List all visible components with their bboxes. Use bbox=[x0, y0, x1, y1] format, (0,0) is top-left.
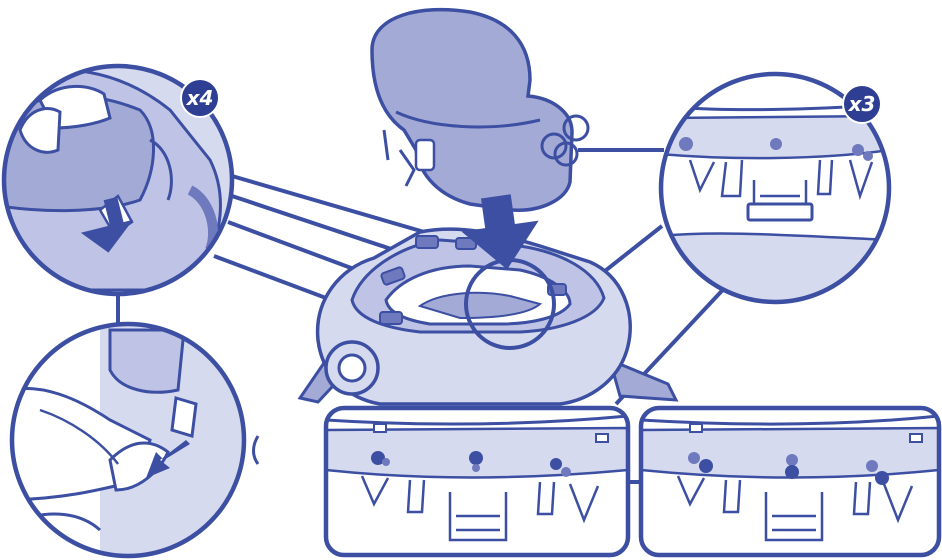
badge-x4: x4 bbox=[181, 79, 219, 117]
detail-panel-pegs-after bbox=[641, 408, 939, 555]
badge-x3-label: x3 bbox=[848, 92, 876, 116]
bouncer-base bbox=[300, 229, 676, 404]
detail-panel-pegs-before bbox=[326, 408, 628, 555]
badge-x4-label: x4 bbox=[186, 86, 214, 110]
seat-pad bbox=[372, 10, 588, 211]
badge-x3: x3 bbox=[843, 85, 881, 123]
bracket-mark bbox=[254, 436, 259, 464]
detail-circle-tab bbox=[0, 320, 260, 560]
